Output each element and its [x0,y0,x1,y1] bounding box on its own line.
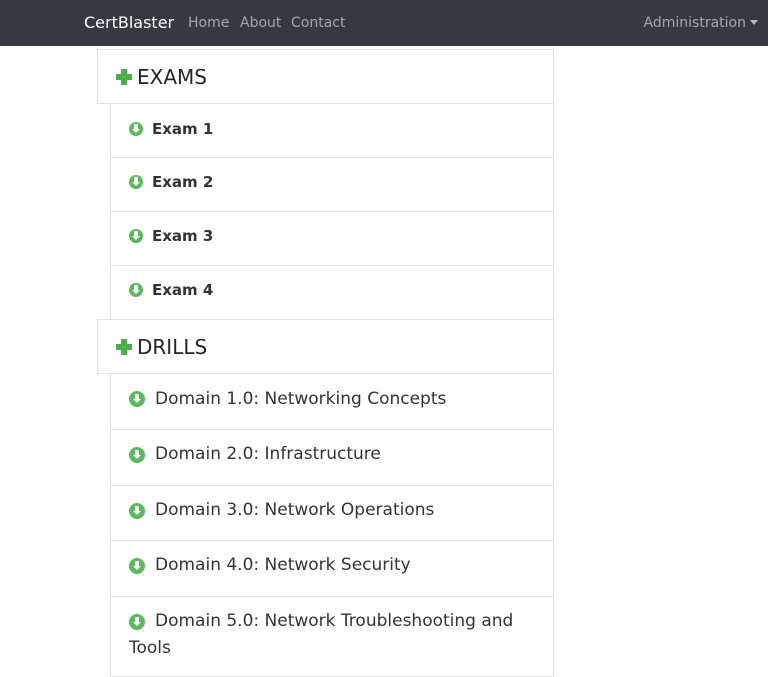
exams-section-header[interactable]: EXAMS [97,49,554,104]
download-circle-icon [129,391,145,407]
administration-dropdown[interactable]: Administration [644,15,758,32]
drill-label-wrapper: Domain 4.0: Network Security [129,552,529,579]
drill-label-wrapper: Domain 1.0: Networking Concepts [129,386,529,413]
drill-label: Domain 2.0: Infrastructure [155,444,381,464]
drill-label-wrapper: Domain 5.0: Network Troubleshooting and … [129,608,529,662]
exam-label: Exam 1 [152,120,214,138]
plus-icon [116,68,132,85]
download-circle-icon [129,175,143,189]
download-circle-icon [129,283,143,297]
download-circle-icon [129,229,143,243]
download-circle-icon [129,122,143,136]
administration-label: Administration [643,15,746,31]
download-circle-icon [129,614,145,630]
drill-item-4[interactable]: Domain 4.0: Network Security [110,541,554,597]
drill-item-2[interactable]: Domain 2.0: Infrastructure [110,430,554,486]
drills-section-header[interactable]: DRILLS [97,319,554,374]
exam-label: Exam 3 [152,227,214,245]
nav-home-link[interactable]: Home [188,15,230,31]
caret-down-icon [750,20,758,25]
download-circle-icon [129,447,145,463]
drills-section-title: DRILLS [137,334,208,359]
drill-item-3[interactable]: Domain 3.0: Network Operations [110,486,554,541]
plus-icon [116,338,132,355]
nav-contact-link[interactable]: Contact [291,15,346,31]
exams-section-title: EXAMS [137,64,207,89]
exam-label: Exam 4 [152,281,214,299]
exam-item-1[interactable]: Exam 1 [110,104,554,158]
exam-item-4[interactable]: Exam 4 [110,266,554,320]
drill-label: Domain 1.0: Networking Concepts [155,389,447,409]
drill-item-1[interactable]: Domain 1.0: Networking Concepts [110,374,554,430]
exam-item-2[interactable]: Exam 2 [110,158,554,212]
drill-label-wrapper: Domain 2.0: Infrastructure [129,441,529,468]
drill-label: Domain 4.0: Network Security [155,555,411,575]
nav-about-link[interactable]: About [240,15,282,31]
drill-label: Domain 5.0: Network Troubleshooting and … [129,611,514,658]
brand-link[interactable]: CertBlaster [84,13,175,32]
exam-label: Exam 2 [152,173,214,191]
top-navbar: CertBlaster Home About Contact Administr… [0,0,768,46]
drill-item-5[interactable]: Domain 5.0: Network Troubleshooting and … [110,597,554,677]
drill-label-wrapper: Domain 3.0: Network Operations [129,497,529,524]
drill-label: Domain 3.0: Network Operations [155,500,435,520]
download-circle-icon [129,503,145,519]
download-circle-icon [129,558,145,574]
exam-item-3[interactable]: Exam 3 [110,212,554,266]
